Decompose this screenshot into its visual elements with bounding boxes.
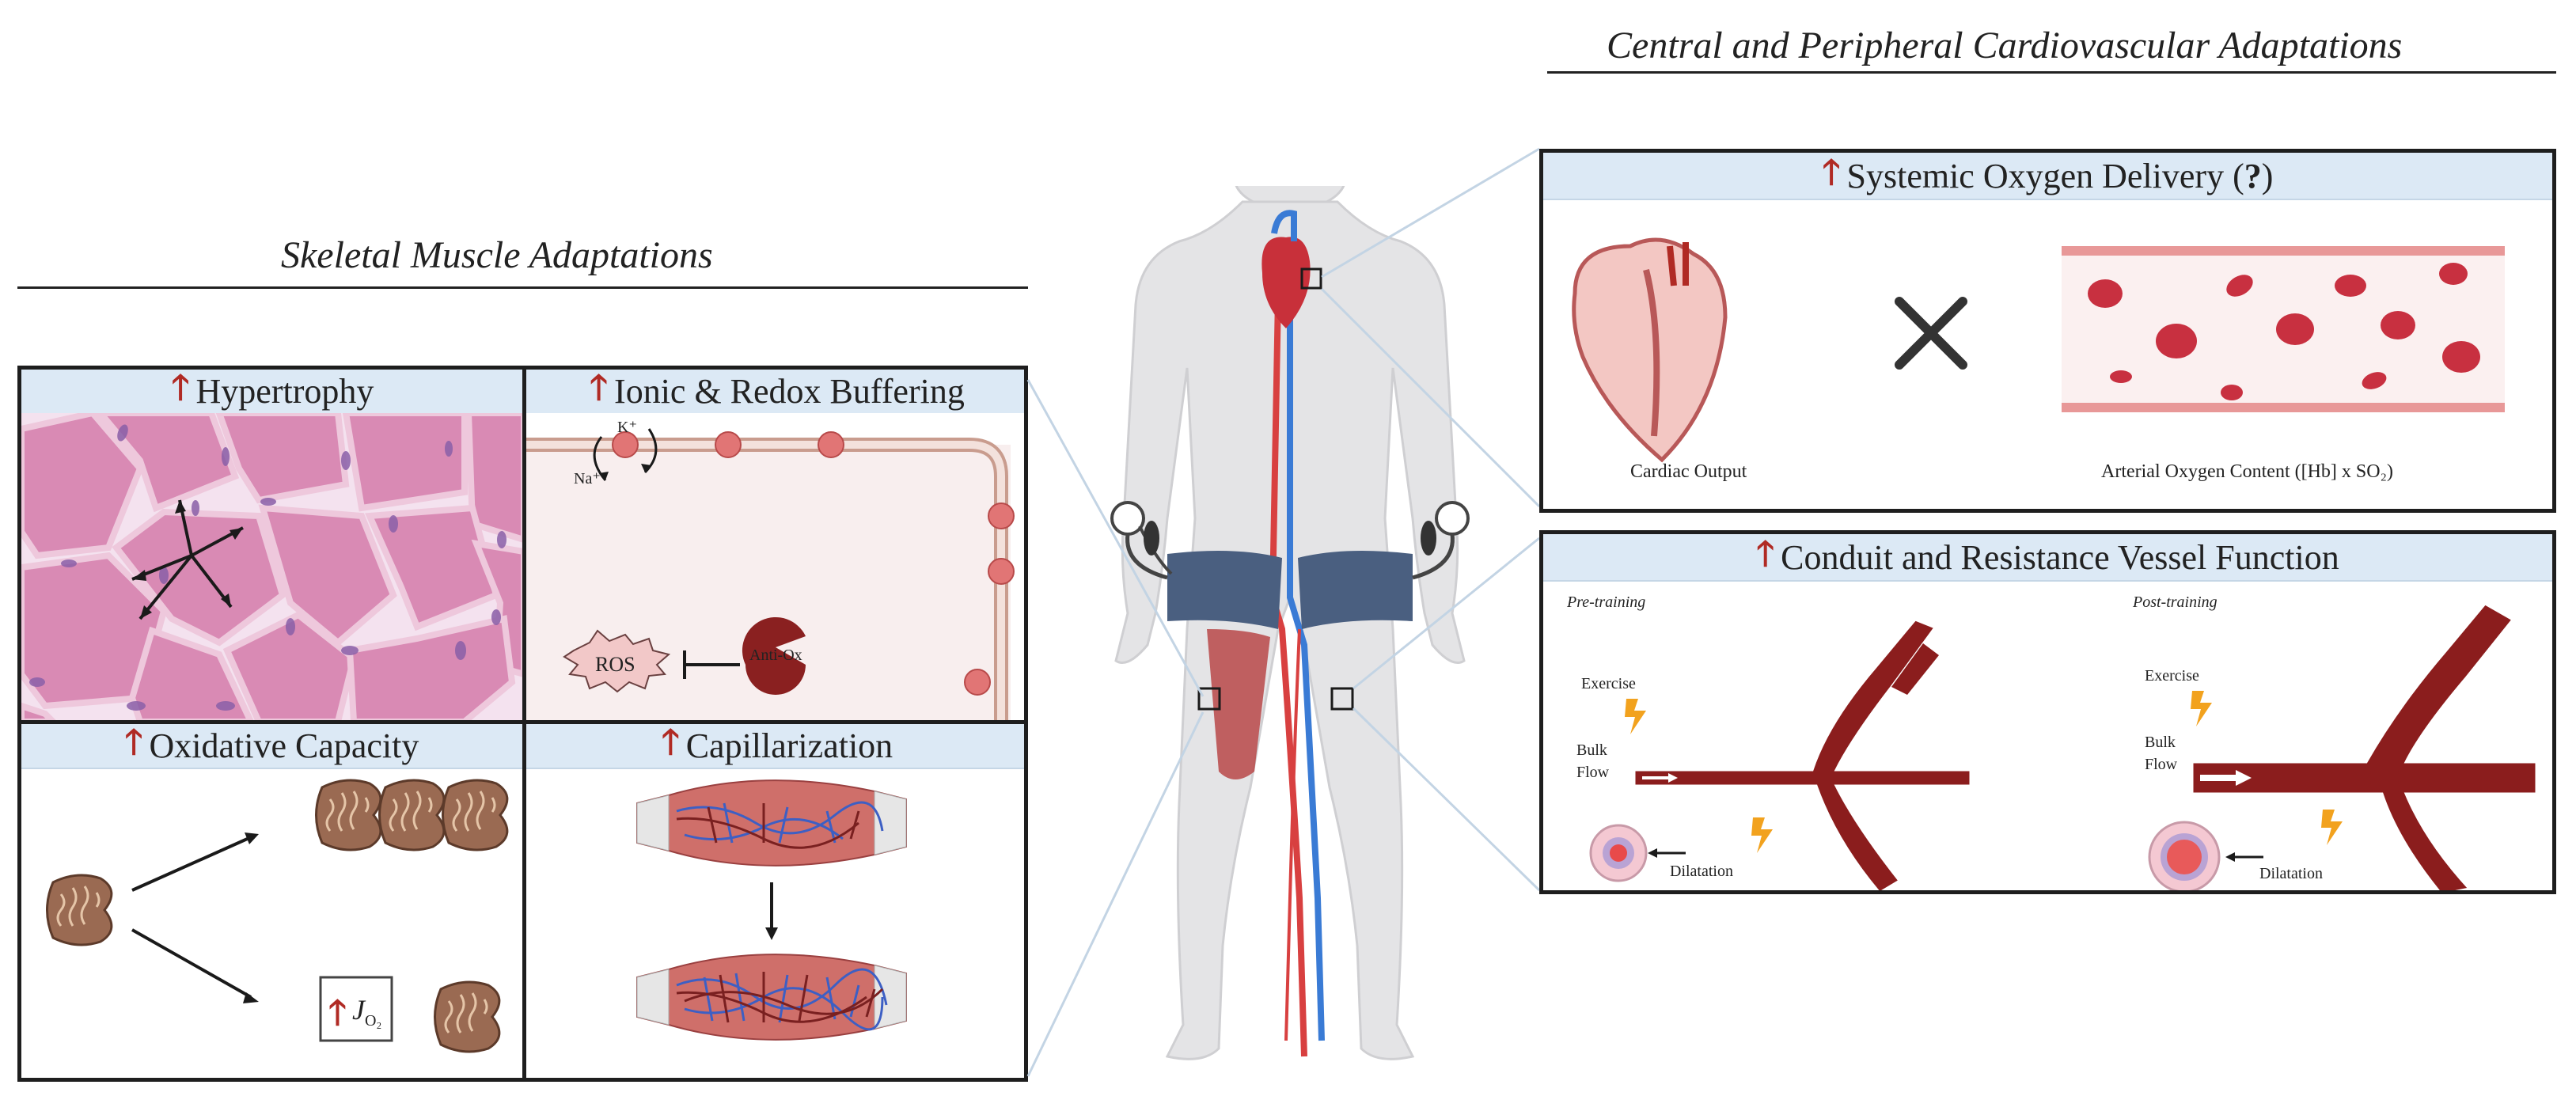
pre-vessel-cross-section-icon (1589, 824, 1648, 882)
flow-label-pre: Flow (1576, 764, 1610, 781)
cuff-right-icon (1298, 551, 1413, 629)
skeletal-muscle-panel: 🡑 Hypertrophy (17, 366, 1028, 1082)
pre-training-label: Pre-training (1567, 594, 1646, 611)
dilatation-label-pre: Dilatation (1670, 863, 1733, 880)
muscle-histology-image (21, 413, 524, 722)
multiply-icon (1895, 297, 1967, 370)
oxidative-quadrant: 🡑 Oxidative Capacity 🡑 JO₂ (21, 722, 522, 1078)
pre-training-vessel-icon (1633, 618, 1972, 890)
exercise-label-post: Exercise (2145, 667, 2199, 685)
left-section-title: Skeletal Muscle Adaptations (281, 234, 713, 276)
antiox-label: Anti-Ox (749, 647, 802, 664)
ros-burst-icon (563, 629, 671, 693)
oxygen-title: Systemic Oxygen Delivery (?) (1846, 156, 2274, 195)
k-ion-label: K⁺ (617, 419, 637, 436)
exercise-label-pre: Exercise (1581, 675, 1636, 692)
right-section-title: Central and Peripheral Cardiovascular Ad… (1607, 25, 2403, 66)
capillarization-header: 🡑 Capillarization (526, 722, 1024, 769)
ion-channel-icon (612, 431, 1015, 696)
thigh-muscle-icon (1207, 629, 1270, 779)
oxygen-header: 🡑 Systemic Oxygen Delivery (?) (1543, 153, 2552, 200)
heart-icon (1261, 210, 1311, 328)
heart-section-icon (1572, 237, 1728, 463)
vessel-header: 🡑 Conduit and Resistance Vessel Function (1543, 534, 2552, 582)
human-body-figure (1110, 186, 1470, 1060)
hypertrophy-header: 🡑 Hypertrophy (21, 370, 524, 415)
lightning-icon (1625, 699, 1773, 853)
capillary-muscle-diagram (636, 779, 907, 1041)
vessel-zoom-box (1330, 687, 1354, 711)
flux-label: JO₂ (352, 994, 382, 1030)
capillarization-quadrant: 🡑 Capillarization (526, 722, 1024, 1078)
ionic-header: 🡑 Ionic & Redox Buffering (526, 370, 1024, 415)
up-arrow-icon: 🡑 (590, 368, 609, 407)
membrane-diagram (526, 413, 1024, 720)
muscle-zoom-box (1197, 687, 1221, 711)
ionic-title: Ionic & Redox Buffering (614, 372, 965, 411)
left-title-rule (17, 286, 1028, 289)
hypertrophy-quadrant: 🡑 Hypertrophy (21, 370, 524, 722)
cuff-left-icon (1167, 551, 1282, 629)
mitochondria-diagram (46, 779, 509, 1053)
artery-segment-icon (2062, 246, 2505, 412)
capillarization-title: Capillarization (685, 726, 893, 765)
post-training-label: Post-training (2133, 594, 2217, 611)
antioxidant-icon (742, 616, 806, 695)
grid-divider-horizontal (21, 720, 1024, 724)
up-arrow-icon: 🡑 (124, 722, 143, 761)
cardiac-output-label: Cardiac Output (1630, 461, 1747, 482)
ionic-redox-quadrant: 🡑 Ionic & Redox Buffering K⁺ Na (526, 370, 1024, 720)
bulk-label-pre: Bulk (1576, 741, 1607, 759)
up-arrow-icon: 🡑 (1822, 152, 1841, 192)
vessel-diagram (1589, 602, 2538, 890)
flow-label-post: Flow (2145, 756, 2178, 773)
oxidative-title: Oxidative Capacity (149, 726, 419, 765)
arterial-oxygen-label: Arterial Oxygen Content ([Hb] x SO₂) (2101, 461, 2393, 482)
oxygen-delivery-panel: 🡑 Systemic Oxygen Delivery (?) (1539, 149, 2556, 513)
heart-zoom-box (1300, 267, 1322, 290)
right-title-rule (1547, 71, 2556, 74)
hypertrophy-title: Hypertrophy (195, 372, 374, 411)
bulk-label-post: Bulk (2145, 734, 2176, 751)
vessel-title: Conduit and Resistance Vessel Function (1781, 537, 2339, 577)
na-ion-label: Na⁺ (574, 470, 601, 487)
oxygen-delivery-diagram (1572, 237, 2505, 463)
up-arrow-icon: 🡑 (328, 993, 347, 1032)
oxidative-header: 🡑 Oxidative Capacity (21, 722, 522, 769)
up-arrow-icon: 🡑 (661, 722, 680, 761)
up-arrow-icon: 🡑 (171, 368, 190, 407)
ros-label: ROS (595, 653, 635, 676)
dilatation-label-post: Dilatation (2259, 865, 2323, 882)
up-arrow-icon: 🡑 (1756, 533, 1775, 573)
post-training-vessel-icon (2191, 602, 2538, 890)
post-vessel-cross-section-icon (2148, 821, 2221, 890)
vessel-function-panel: 🡑 Conduit and Resistance Vessel Function… (1539, 530, 2556, 894)
